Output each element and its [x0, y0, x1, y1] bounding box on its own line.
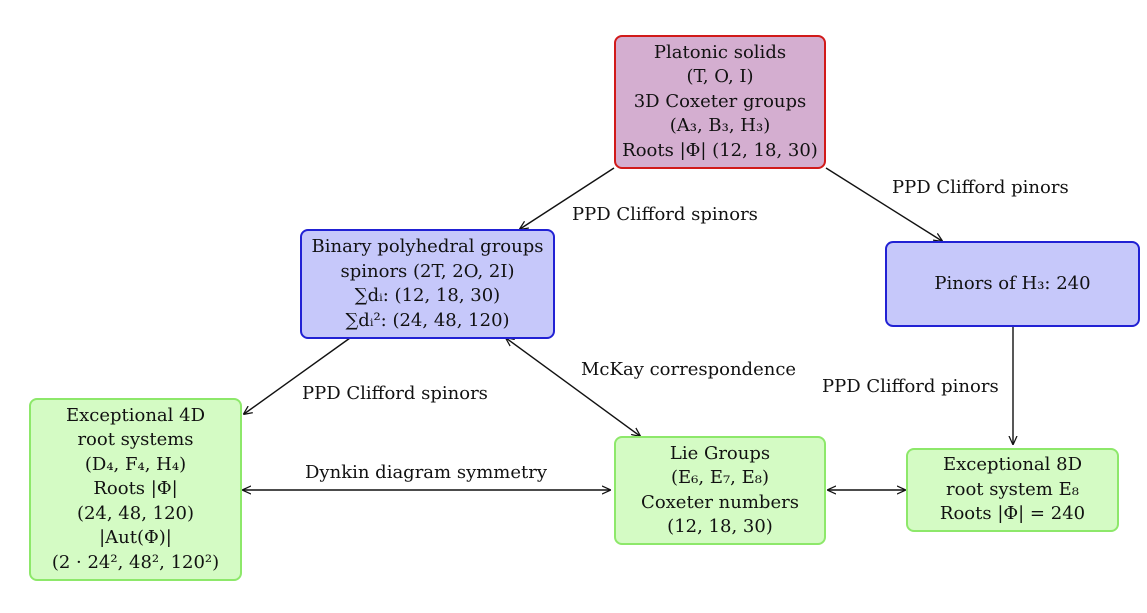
node-line: Lie Groups: [669, 442, 771, 464]
node-line: (12, 18, 30): [667, 516, 773, 537]
edge-label-dynkin: Dynkin diagram symmetry: [305, 462, 548, 483]
node-line: (A₃, B₃, H₃): [669, 115, 771, 137]
node-line: root systems: [77, 429, 194, 451]
node-line: ∑dᵢ: (12, 18, 30): [354, 285, 501, 306]
node-line: Roots |Φ|: [93, 478, 178, 500]
node-exceptional-4d: Exceptional 4D root systems (D₄, F₄, H₄)…: [29, 398, 242, 581]
edge-label-mckay: McKay correspondence: [581, 359, 797, 380]
node-line: root system E₈: [946, 478, 1079, 500]
node-line: Coxeter numbers: [641, 491, 799, 513]
node-line: ∑dᵢ²: (24, 48, 120): [345, 309, 510, 331]
edge-label-pinors-right: PPD Clifford pinors: [822, 376, 999, 397]
node-pinors-h3: Pinors of H₃: 240: [885, 241, 1140, 327]
node-line: spinors (2T, 2O, 2I): [340, 260, 515, 282]
edge-platonic-pinors: [825, 167, 942, 241]
node-line: Exceptional 8D: [942, 454, 1083, 476]
node-line: Roots |Φ| = 240: [939, 503, 1086, 525]
node-line: Platonic solids: [653, 41, 787, 63]
edge-label-pinors-top: PPD Clifford pinors: [892, 177, 1069, 198]
node-line: (24, 48, 120): [76, 502, 195, 524]
node-binary-polyhedral-groups: Binary polyhedral groups spinors (2T, 2O…: [300, 229, 555, 339]
node-line: (E₆, E₇, E₈): [671, 467, 769, 488]
node-line: Roots |Φ| (12, 18, 30): [622, 139, 818, 161]
node-line: 3D Coxeter groups: [633, 90, 807, 112]
edge-binary-lie: [506, 338, 640, 436]
node-line: (2 · 24², 48², 120²): [51, 551, 220, 573]
node-line: Pinors of H₃: 240: [934, 272, 1091, 294]
node-line: (T, O, I): [686, 66, 754, 88]
node-line: Exceptional 4D: [65, 404, 206, 426]
edge-platonic-binary: [520, 167, 615, 229]
node-line: Binary polyhedral groups: [311, 236, 544, 257]
node-lie-groups: Lie Groups (E₆, E₇, E₈) Coxeter numbers …: [614, 436, 826, 545]
node-line: |Aut(Φ)|: [99, 527, 172, 549]
node-line: (D₄, F₄, H₄): [84, 453, 187, 475]
node-exceptional-8d: Exceptional 8D root system E₈ Roots |Φ| …: [906, 448, 1119, 532]
node-platonic-solids: Platonic solids (T, O, I) 3D Coxeter gro…: [614, 35, 826, 169]
edge-label-spinors-left: PPD Clifford spinors: [302, 383, 488, 404]
edge-label-spinors-top: PPD Clifford spinors: [572, 204, 758, 225]
edge-binary-exc4d: [244, 337, 351, 414]
